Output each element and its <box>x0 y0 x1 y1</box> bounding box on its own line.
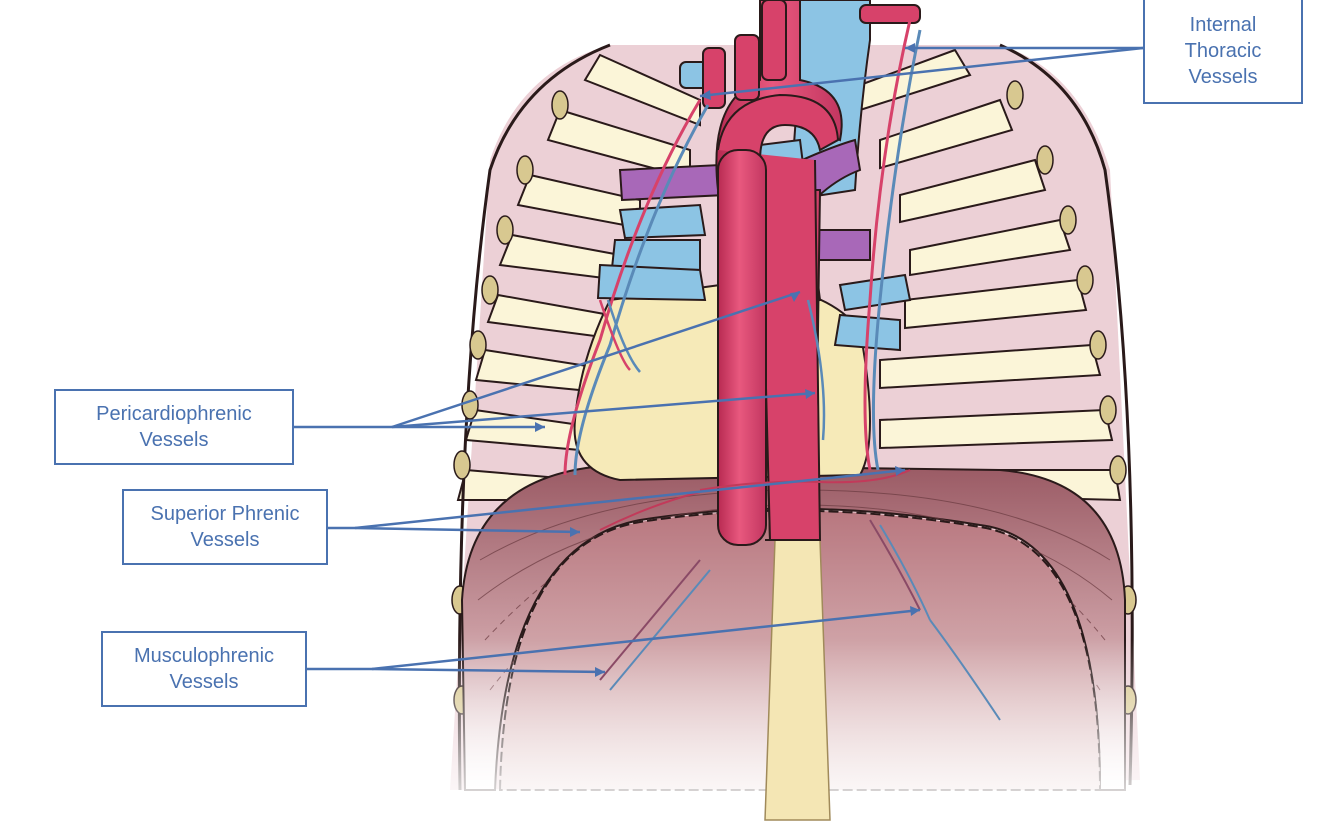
leader-lines <box>294 46 1144 674</box>
aortic-root <box>717 149 767 546</box>
superior-phrenic-line2: Vessels <box>190 529 260 551</box>
aortic-branches <box>702 0 921 109</box>
musculophrenic-vessels <box>599 519 1001 721</box>
pericardiophrenic-line1: Pericardiophrenic <box>96 403 252 425</box>
superior-phrenic-vessels-label: Superior Phrenic Vessels <box>122 489 328 565</box>
superior-phrenic-line1: Superior Phrenic <box>150 503 300 525</box>
internal-thoracic-line3: Vessels <box>1188 66 1258 88</box>
internal-thoracic-vessels-label: Internal Thoracic Vessels <box>1143 0 1303 104</box>
internal-thoracic-line2: Thoracic <box>1184 40 1262 62</box>
esophagus <box>764 539 831 821</box>
superior-phrenic-vessels <box>599 469 911 531</box>
internal-thoracic-line1: Internal <box>1189 14 1257 36</box>
pericardiophrenic-vessels-label: Pericardiophrenic Vessels <box>54 389 294 465</box>
ribs-right <box>859 48 1122 502</box>
musculophrenic-vessels-label: Musculophrenic Vessels <box>101 631 307 707</box>
musculophrenic-line2: Vessels <box>169 671 239 693</box>
leader-arrowheads <box>535 43 920 677</box>
pericardiophrenic-vessels <box>598 299 826 441</box>
internal-thoracic-vessels <box>563 19 922 476</box>
pericardiophrenic-line2: Vessels <box>139 429 209 451</box>
musculophrenic-line1: Musculophrenic <box>133 645 275 667</box>
descending-aorta <box>717 93 840 541</box>
